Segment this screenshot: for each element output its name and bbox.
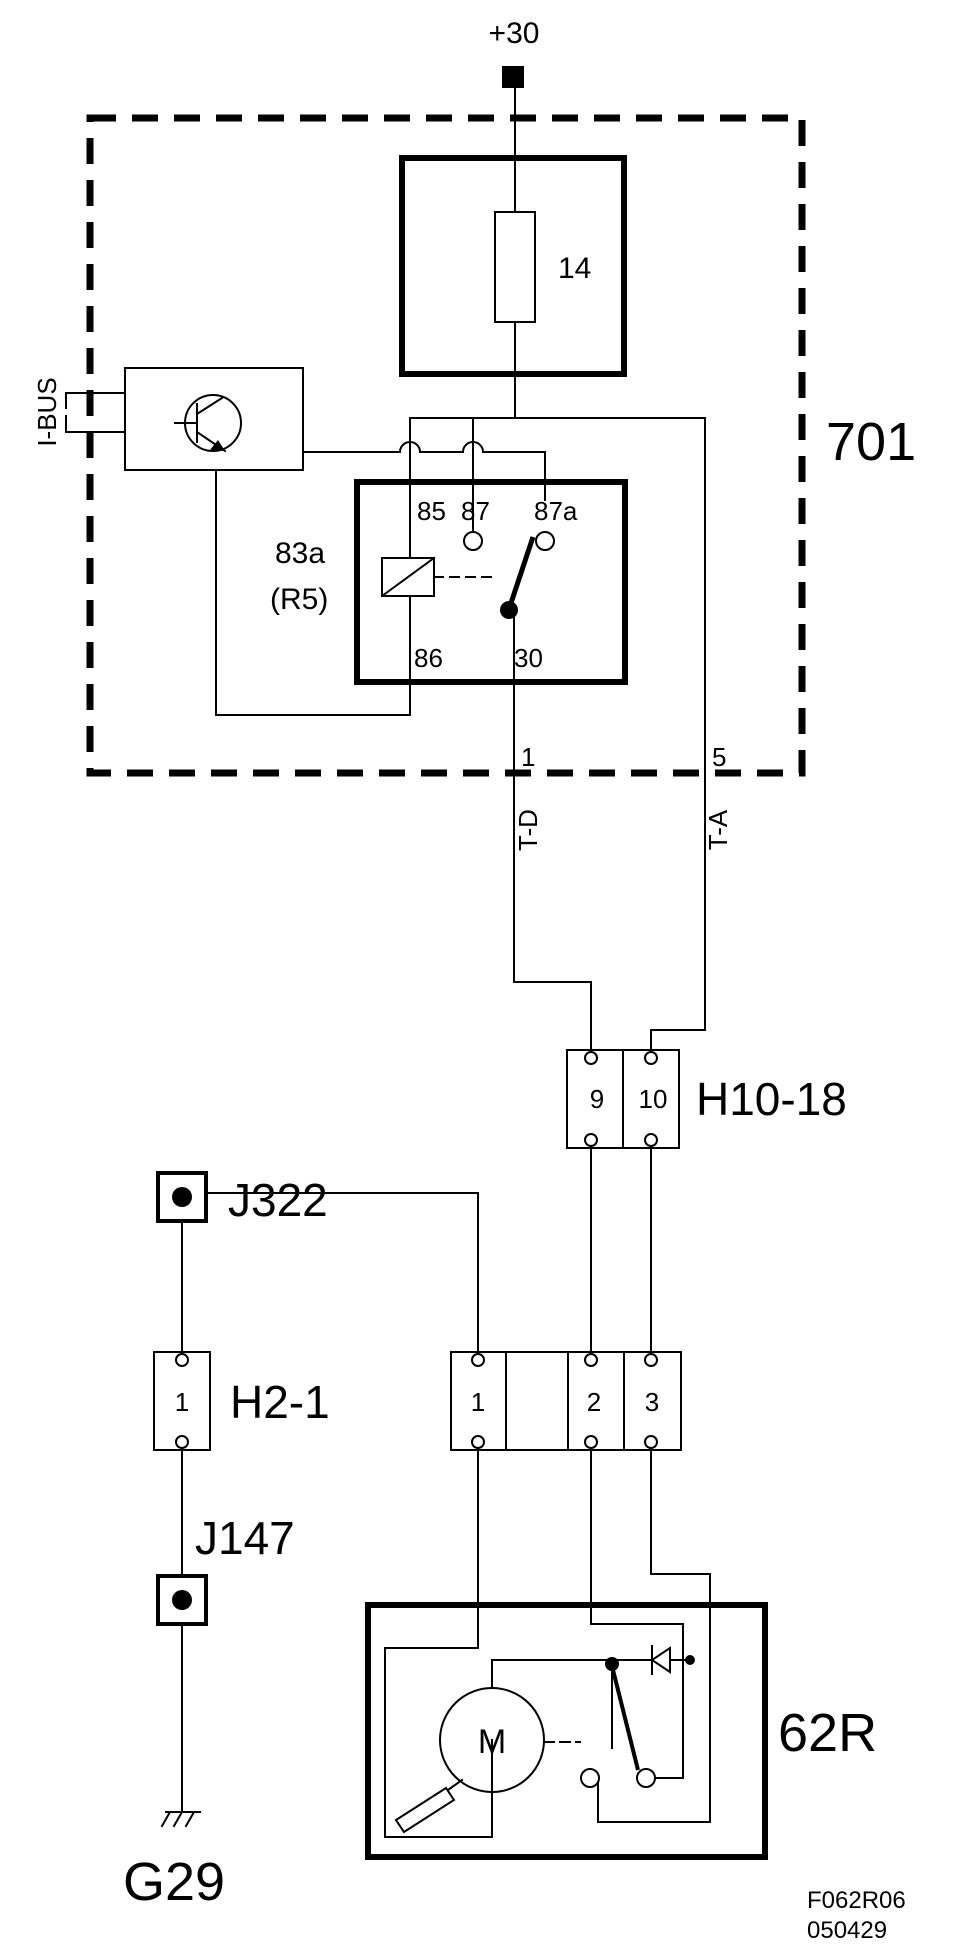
relay-coil-icon <box>380 556 436 598</box>
joint-j322 <box>156 1171 208 1223</box>
h10-pin-9: 9 <box>590 1084 604 1114</box>
motor-pin1-wire <box>384 1447 493 1838</box>
connector-h10-id: H10-18 <box>696 1073 847 1125</box>
supply-label: +30 <box>489 17 540 50</box>
motor-pin3-wire <box>597 1447 711 1823</box>
relay-pin-85: 85 <box>417 496 446 526</box>
control-unit-id: 701 <box>826 412 916 472</box>
wire-label-t-d: T-D <box>513 809 543 851</box>
relay-switch-pivot <box>500 601 518 619</box>
joint-j147 <box>156 1574 208 1626</box>
motor-connector-pin-2: 2 <box>587 1387 601 1417</box>
h10-pin-10: 10 <box>639 1084 668 1114</box>
supply-terminal: +30 <box>489 17 540 88</box>
relay-housing <box>354 479 628 685</box>
ground-icon <box>160 1810 201 1828</box>
h2-pin-1: 1 <box>175 1387 189 1417</box>
transistor-icon <box>174 394 242 453</box>
relay-sub-id: (R5) <box>270 583 328 616</box>
wire-label-t-a: T-A <box>703 809 733 850</box>
module-to-87a-wire <box>302 441 546 501</box>
motor-pin2-wire <box>590 1447 684 1779</box>
relay-pin-86: 86 <box>414 643 443 673</box>
relay-pin-87a: 87a <box>534 496 578 526</box>
h10-to-motor-connector-wires <box>590 1145 652 1353</box>
ground-branch-top-wire <box>181 1192 479 1353</box>
control-unit-housing <box>86 114 806 777</box>
fuse-number: 14 <box>558 252 591 285</box>
relay-pin-30: 30 <box>514 643 543 673</box>
ibus-input-wires <box>65 392 126 433</box>
connector-h10: 9 10 <box>566 1049 680 1149</box>
output-pin-1: 1 <box>521 742 535 772</box>
fuse-element <box>494 211 536 323</box>
motor-symbol: M <box>478 1723 506 1761</box>
joint-j147-id: J147 <box>195 1512 295 1564</box>
motor-shaft-icon <box>394 1778 464 1834</box>
relay-switch-blade <box>506 536 536 610</box>
figure-date: 050429 <box>807 1917 887 1944</box>
motor-connector-pin-1: 1 <box>471 1387 485 1417</box>
output-pin-5: 5 <box>712 742 726 772</box>
motor-switch-feed-wire <box>491 1659 613 1749</box>
motor-connector: 1 2 3 <box>450 1351 682 1451</box>
relay-pin-87: 87 <box>461 496 490 526</box>
motor-connector-pin-3: 3 <box>645 1387 659 1417</box>
wire-t-d-route <box>513 609 592 1051</box>
ground-id: G29 <box>123 1852 225 1912</box>
fuse-housing <box>399 155 627 377</box>
connector-h2-id: H2-1 <box>230 1376 330 1428</box>
relay-contact-87a <box>535 531 555 551</box>
motor-id: 62R <box>778 1703 877 1763</box>
relay-id: 83a <box>275 537 325 570</box>
ibus-label: I-BUS <box>32 377 62 446</box>
relay-contact-87 <box>463 531 483 551</box>
ibus-module <box>124 367 304 471</box>
limit-switch-icon <box>580 1657 656 1788</box>
diode-icon <box>650 1645 695 1675</box>
supply-terminal-square <box>502 66 524 88</box>
figure-code: F062R06 <box>807 1887 906 1914</box>
motor-housing <box>365 1602 768 1860</box>
motor-icon: M <box>439 1687 545 1793</box>
joint-j322-id: J322 <box>228 1174 328 1226</box>
connector-h2: 1 <box>153 1351 211 1451</box>
